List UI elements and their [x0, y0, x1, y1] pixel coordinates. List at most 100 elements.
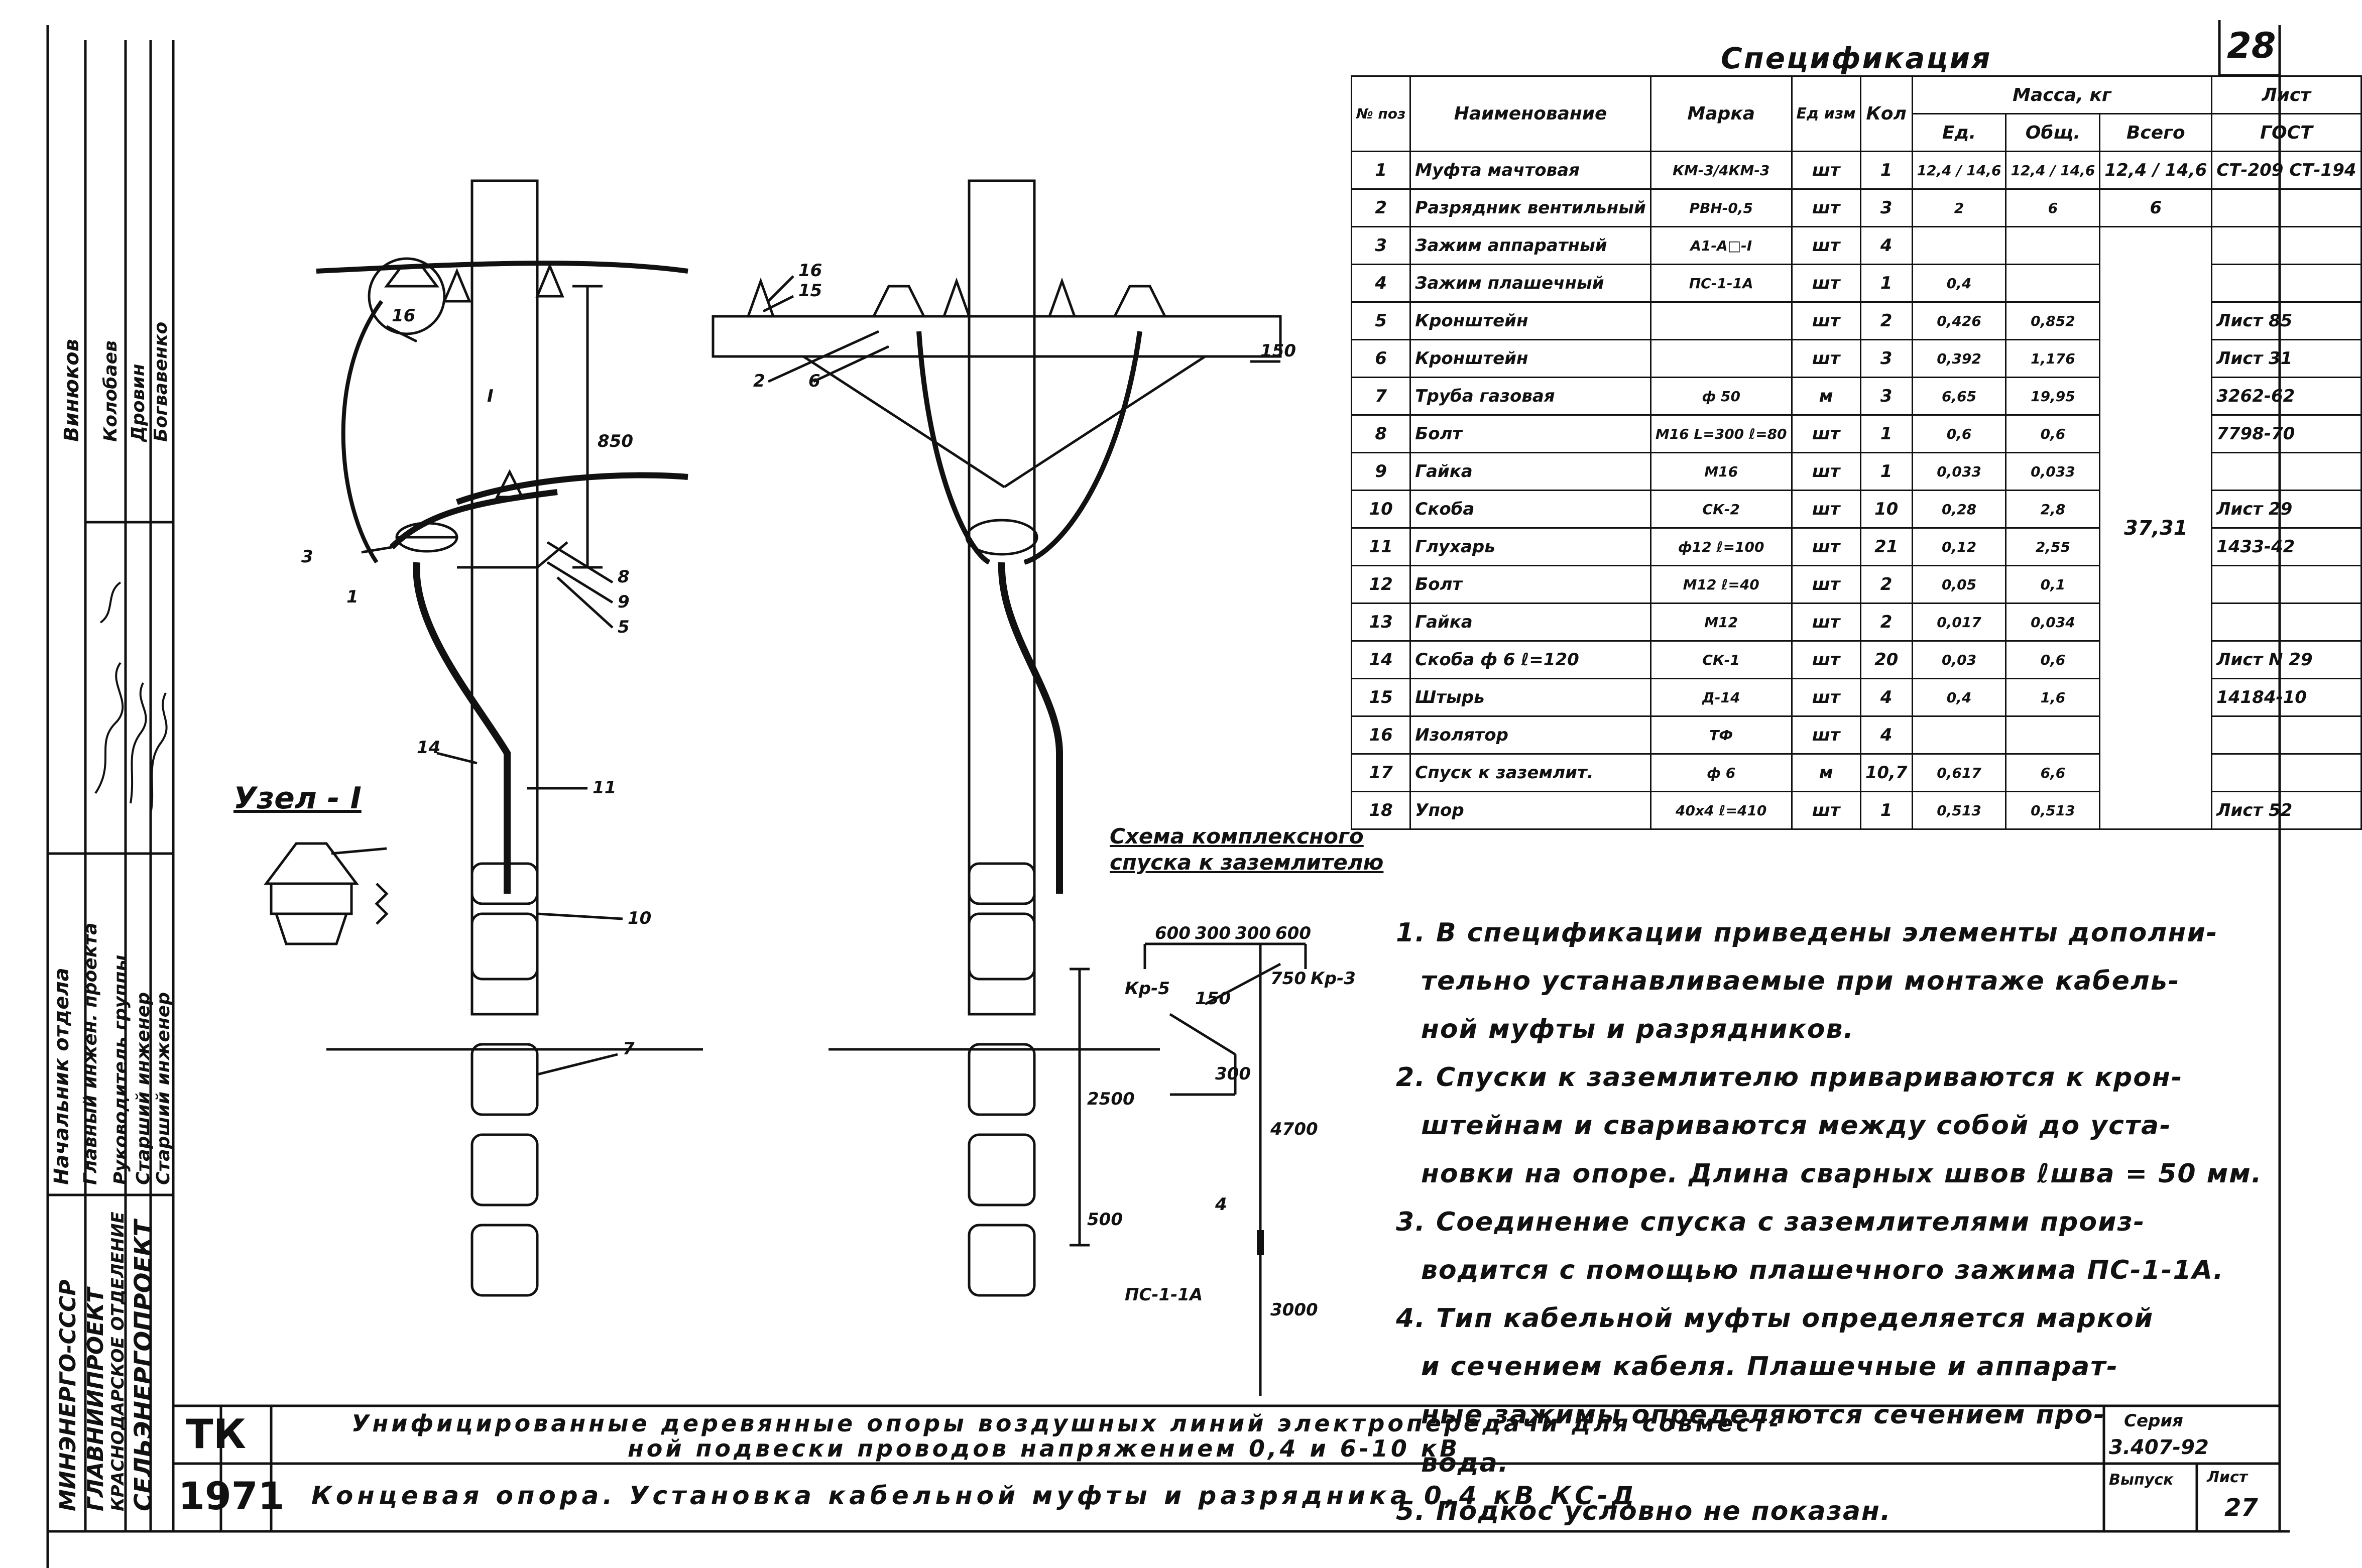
spec-cell-unit: шт	[1791, 414, 1861, 453]
spec-cell-m1	[1911, 715, 2007, 755]
spec-cell-mark: РВН-0,5	[1649, 188, 1793, 227]
spec-cell-m2	[2005, 264, 2101, 303]
spec-cell-qty: 1	[1859, 791, 1913, 830]
spec-cell-qty: 20	[1859, 640, 1913, 679]
spec-cell-qty: 10,7	[1859, 753, 1913, 792]
spec-cell-unit: м	[1791, 753, 1861, 792]
spec-cell-m2: 0,852	[2005, 301, 2101, 340]
rp-callout-150: 150	[1260, 341, 1296, 361]
spec-cell-name: Скоба ф 6 ℓ=120	[1409, 640, 1651, 679]
spec-cell-name: Муфта мачтовая	[1409, 151, 1651, 190]
spec-cell-pos: 11	[1350, 527, 1411, 566]
spec-cell-unit: шт	[1791, 602, 1861, 642]
note-line: и сечением кабеля. Плашечные и аппарат-	[1421, 1352, 2118, 1382]
grounding-scheme-drawing	[1143, 942, 1307, 1396]
title-block-title-2: ной подвески проводов напряжением 0,4 и …	[628, 1435, 1461, 1462]
rp-callout-2: 2	[753, 371, 765, 391]
spec-cell-ref	[2211, 753, 2362, 792]
spec-cell-qty: 1	[1859, 452, 1913, 491]
spec-cell-m3: 12,4 / 14,6	[2099, 151, 2213, 190]
lp-callout-1: 1	[346, 587, 359, 607]
spec-cell-m1: 0,426	[1911, 301, 2007, 340]
spec-cell-m2: 0,1	[2005, 565, 2101, 604]
spec-header-mass-unit: Ед.	[1911, 113, 2007, 152]
specification-table: Спецификация № поз Наименование Марка Ед…	[1350, 41, 2362, 830]
spec-cell-m2: 6,6	[2005, 753, 2101, 792]
spec-cell-ref: Лист 29	[2211, 490, 2362, 529]
spec-cell-ref: СТ-209 СТ-194	[2211, 151, 2362, 190]
spec-cell-m1: 0,03	[1911, 640, 2007, 679]
spec-cell-mark: М12	[1649, 602, 1793, 642]
rp-callout-2500: 2500	[1087, 1089, 1135, 1109]
lp-callout-11: 11	[593, 778, 616, 798]
spec-cell-total-mass: 37,31	[2099, 226, 2213, 830]
spec-cell-mark: СК-2	[1649, 490, 1793, 529]
spec-cell-unit: шт	[1791, 151, 1861, 190]
spec-cell-mark	[1649, 301, 1793, 340]
scheme-dim-300c: 300	[1215, 1064, 1251, 1084]
scheme-title: Схема комплексного спуска к заземлителю	[1110, 823, 1383, 876]
spec-cell-qty: 3	[1859, 339, 1913, 378]
spec-cell-unit: шт	[1791, 264, 1861, 303]
spec-cell-qty: 3	[1859, 188, 1913, 227]
spec-cell-qty: 4	[1859, 715, 1913, 755]
spec-cell-mark: ф12 ℓ=100	[1649, 527, 1793, 566]
spec-cell-mark: ТФ	[1649, 715, 1793, 755]
scheme-label-4: 4	[1215, 1194, 1227, 1215]
spec-header-pos: № поз	[1350, 75, 1411, 152]
spec-cell-qty: 1	[1859, 414, 1913, 453]
spec-cell-m2: 12,4 / 14,6	[2005, 151, 2101, 190]
rp-callout-16: 16	[798, 261, 822, 281]
spec-cell-ref: 3262-62	[2211, 377, 2362, 416]
spec-cell-mark: ПС-1-1А	[1649, 264, 1793, 303]
spec-cell-qty: 21	[1859, 527, 1913, 566]
stamp-org-4: СЕЛЬЭНЕРГОПРОЕКТ	[130, 1220, 158, 1511]
spec-cell-qty: 3	[1859, 377, 1913, 416]
spec-cell-qty: 4	[1859, 226, 1913, 265]
note-line: 1. В спецификации приведены элементы доп…	[1396, 918, 2218, 948]
note-line: 2. Спуски к заземлителю привариваются к …	[1396, 1062, 2183, 1093]
spec-cell-pos: 6	[1350, 339, 1411, 378]
spec-cell-unit: шт	[1791, 715, 1861, 755]
note-line: штейнам и свариваются между собой до уст…	[1421, 1111, 2172, 1141]
scheme-dim-4700: 4700	[1270, 1119, 1318, 1139]
stamp-name-3: Дровин	[128, 364, 149, 442]
spec-cell-m2: 2,55	[2005, 527, 2101, 566]
lp-callout-3: 3	[301, 547, 313, 567]
title-block-subtitle: Концевая опора. Установка кабельной муфт…	[311, 1481, 1638, 1510]
spec-cell-pos: 1	[1350, 151, 1411, 190]
spec-cell-ref	[2211, 452, 2362, 491]
title-block-title-1: Унифицированные деревянные опоры воздушн…	[351, 1410, 1782, 1437]
stamp-role-5: Старший инженер	[153, 992, 174, 1185]
spec-cell-qty: 1	[1859, 264, 1913, 303]
spec-cell-unit: шт	[1791, 640, 1861, 679]
spec-cell-mark: А1-А□-I	[1649, 226, 1793, 265]
spec-cell-name: Болт	[1409, 414, 1651, 453]
spec-cell-unit: шт	[1791, 490, 1861, 529]
notes-block: 1. В спецификации приведены элементы доп…	[1396, 909, 2262, 1535]
spec-cell-qty: 10	[1859, 490, 1913, 529]
spec-cell-m2: 0,6	[2005, 640, 2101, 679]
lp-callout-10: 10	[628, 908, 651, 928]
spec-cell-m1: 2	[1911, 188, 2007, 227]
spec-cell-name: Гайка	[1409, 602, 1651, 642]
spec-cell-m1: 0,017	[1911, 602, 2007, 642]
spec-cell-m2: 19,95	[2005, 377, 2101, 416]
lp-callout-16: 16	[392, 306, 415, 326]
spec-cell-name: Спуск к заземлит.	[1409, 753, 1651, 792]
spec-cell-name: Кронштейн	[1409, 339, 1651, 378]
spec-cell-m2	[2005, 226, 2101, 265]
spec-cell-name: Изолятор	[1409, 715, 1651, 755]
spec-cell-m1	[1911, 226, 2007, 265]
spec-cell-unit: шт	[1791, 452, 1861, 491]
spec-cell-m1: 0,033	[1911, 452, 2007, 491]
scheme-title-line2: спуска к заземлителю	[1110, 850, 1384, 875]
spec-cell-m2: 1,176	[2005, 339, 2101, 378]
spec-header-sheet: Лист	[2211, 75, 2362, 114]
spec-cell-name: Штырь	[1409, 678, 1651, 717]
